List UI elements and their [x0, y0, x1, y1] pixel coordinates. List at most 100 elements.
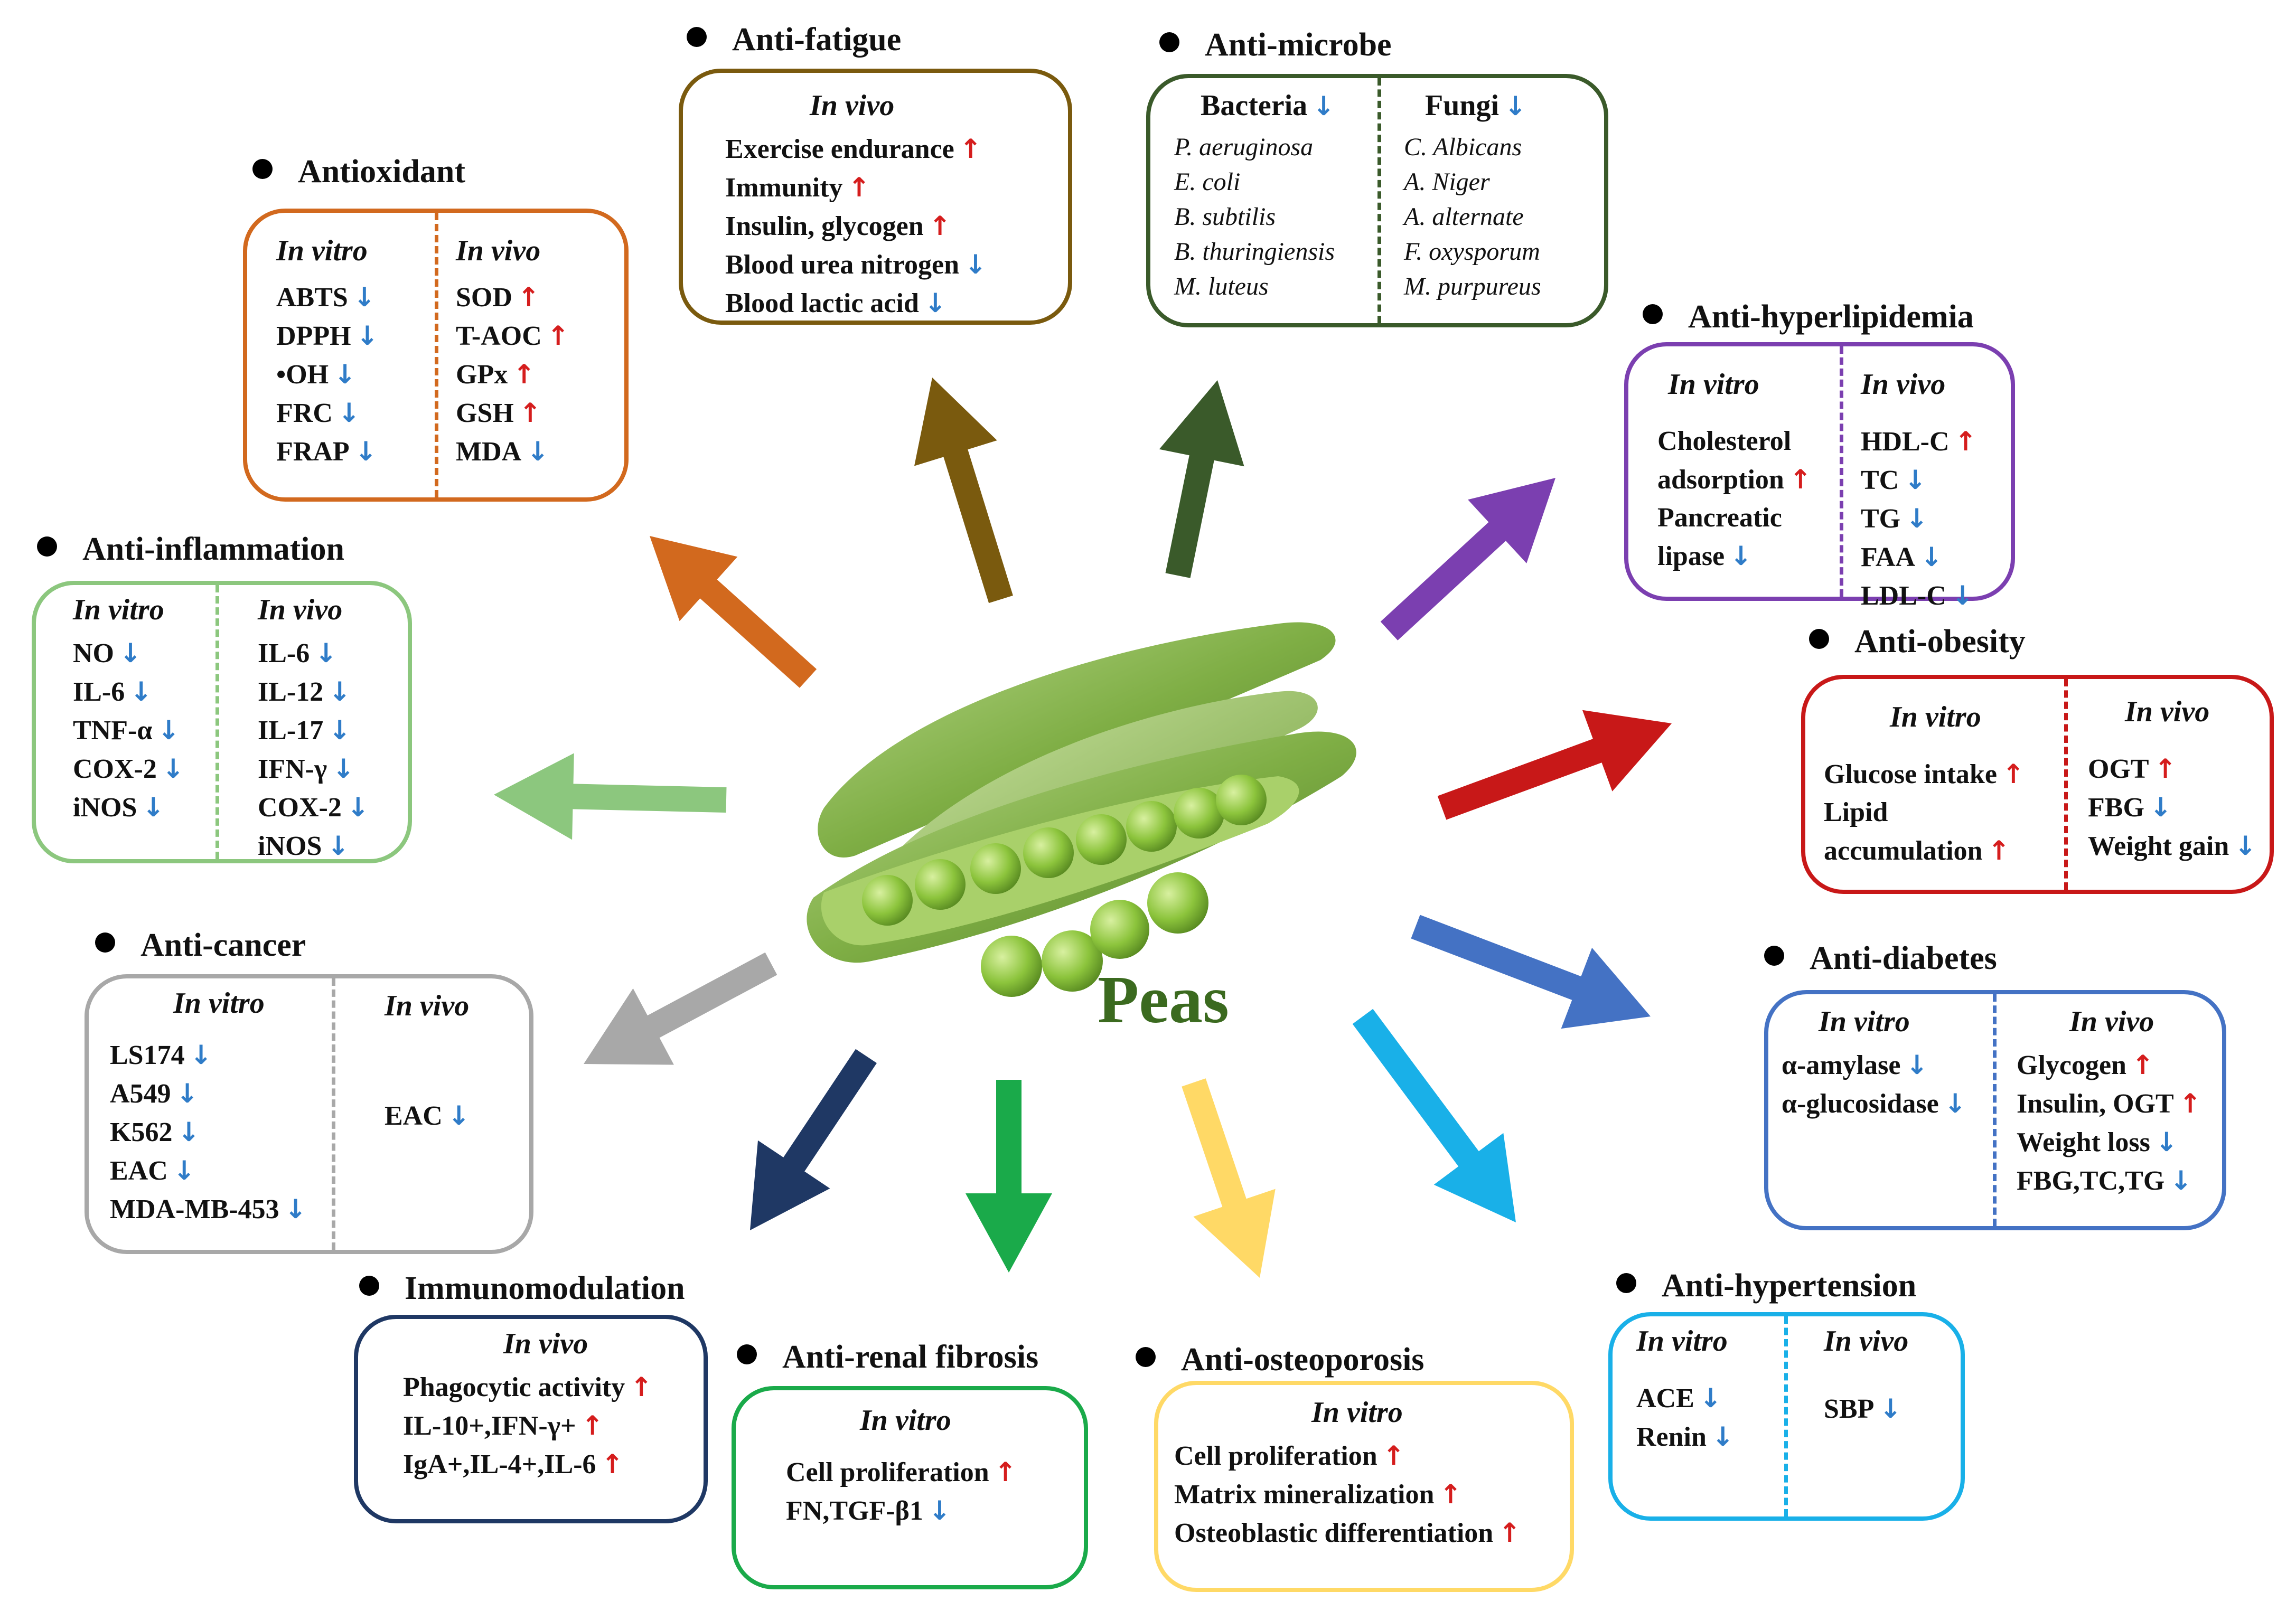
item-text: Exercise endurance: [725, 134, 954, 164]
up-arrow-icon: ↑: [2002, 759, 2025, 789]
bullet-dot: [37, 536, 57, 557]
list-item: Weight loss↓: [2017, 1123, 2201, 1162]
down-arrow-icon: ↓: [190, 1040, 212, 1070]
item-text: OGT: [2088, 754, 2149, 784]
item-list: Phagocytic activity↑IL-10+,IFN-γ+↑IgA+,I…: [403, 1368, 652, 1484]
item-text: FBG: [2088, 793, 2144, 823]
list-item: SBP↓: [1824, 1390, 1908, 1428]
panel-title-text: Anti-hyperlipidemia: [1688, 299, 1974, 335]
down-arrow-icon: ↓: [329, 676, 351, 707]
down-arrow-icon: ↓: [177, 1117, 200, 1147]
item-text: •OH: [276, 360, 329, 390]
column-heading: In vitro: [173, 986, 307, 1020]
down-arrow-icon: ↓: [924, 288, 946, 318]
column-heading-text: In vitro: [173, 987, 265, 1020]
item-text: P. aeruginosa: [1174, 133, 1314, 161]
pea-in-pod: [1076, 814, 1127, 865]
column-heading: In vitro: [73, 593, 184, 627]
list-item: iNOS↓: [73, 788, 184, 827]
panel-divider: [435, 213, 438, 497]
panel-divider: [332, 978, 335, 1250]
item-text: B. thuringiensis: [1174, 238, 1335, 266]
down-arrow-icon: ↓: [346, 792, 369, 823]
up-arrow-icon: ↑: [513, 359, 536, 390]
column-heading: In vivo: [2125, 695, 2256, 729]
down-arrow-icon: ↓: [1711, 1421, 1734, 1452]
panel-title-text: Anti-renal fibrosis: [782, 1339, 1039, 1375]
down-arrow-icon: ↓: [2155, 1127, 2178, 1157]
loose-pea: [1147, 872, 1208, 934]
column-heading-text: In vivo: [1824, 1325, 1909, 1358]
list-item: NO↓: [73, 634, 184, 673]
list-item: FRC↓: [276, 394, 378, 432]
column-heading-text: In vivo: [258, 593, 343, 626]
panel-divider: [1784, 1316, 1788, 1516]
panel-divider: [1377, 78, 1381, 323]
up-arrow-icon: ↑: [519, 398, 541, 428]
down-arrow-icon: ↓: [1313, 91, 1335, 121]
list-item: Cell proliferation↑: [786, 1453, 1017, 1492]
item-text: EAC: [110, 1156, 168, 1186]
item-text: Cholesterol: [1657, 426, 1792, 456]
down-arrow-icon: ↓: [329, 715, 351, 746]
column-heading: In vivo: [2069, 1005, 2201, 1039]
arrow-to-anti-hypertension: [1352, 1009, 1516, 1222]
column-heading: Bacteria↓: [1201, 89, 1335, 123]
list-item: K562↓: [110, 1113, 307, 1152]
item-text: GSH: [456, 398, 514, 428]
list-item: T-AOC↑: [456, 317, 569, 355]
down-arrow-icon: ↓: [354, 436, 377, 467]
item-text: T-AOC: [456, 321, 542, 351]
column-heading-text: In vitro: [1311, 1396, 1403, 1429]
item-text: LDL-C: [1861, 581, 1946, 611]
item-list: OGT↑FBG↓Weight gain↓: [2088, 750, 2256, 865]
list-item: Glycogen↑: [2017, 1046, 2201, 1085]
down-arrow-icon: ↓: [1730, 541, 1753, 571]
item-text: FRC: [276, 398, 333, 428]
item-list: SOD↑T-AOC↑GPx↑GSH↑MDA↓: [456, 278, 569, 471]
list-item: TNF-α↓: [73, 711, 184, 750]
list-item: A. Niger: [1404, 165, 1541, 200]
up-arrow-icon: ↑: [2131, 1050, 2154, 1080]
item-text: Lipid: [1824, 797, 1888, 827]
list-item: GSH↑: [456, 394, 569, 432]
pea-in-pod: [1174, 788, 1224, 839]
list-item: DPPH↓: [276, 317, 378, 355]
item-text: FN,TGF-β1: [786, 1496, 923, 1526]
item-text: F. oxysporum: [1404, 238, 1540, 266]
list-item: SOD↑: [456, 278, 569, 317]
bullet-dot: [252, 159, 273, 179]
column-heading: In vitro: [1636, 1324, 1734, 1358]
list-item: EAC↓: [385, 1097, 470, 1135]
list-item: OGT↑: [2088, 750, 2256, 788]
down-arrow-icon: ↓: [157, 715, 180, 746]
pea-in-pod: [970, 843, 1021, 894]
item-text: Cell proliferation: [786, 1457, 989, 1487]
down-arrow-icon: ↓: [964, 249, 987, 280]
list-item: MDA↓: [456, 432, 569, 471]
down-arrow-icon: ↓: [334, 359, 357, 390]
list-item: B. subtilis: [1174, 200, 1335, 234]
item-text: M. luteus: [1174, 272, 1269, 300]
loose-pea: [1042, 930, 1103, 992]
column-heading-text: In vitro: [860, 1404, 951, 1437]
item-text: M. purpureus: [1404, 272, 1541, 300]
item-text: IL-6: [258, 638, 310, 668]
arrow-to-anti-microbe: [1159, 380, 1244, 578]
arrow-to-immunomodulation: [750, 1049, 877, 1230]
item-text: GPx: [456, 360, 508, 390]
down-arrow-icon: ↓: [130, 676, 153, 707]
item-text: Blood urea nitrogen: [725, 250, 960, 280]
item-text: Insulin, glycogen: [725, 211, 924, 241]
item-text: ABTS: [276, 282, 348, 313]
list-item: IL-6↓: [258, 634, 369, 673]
panel-title-text: Anti-fatigue: [732, 22, 902, 58]
